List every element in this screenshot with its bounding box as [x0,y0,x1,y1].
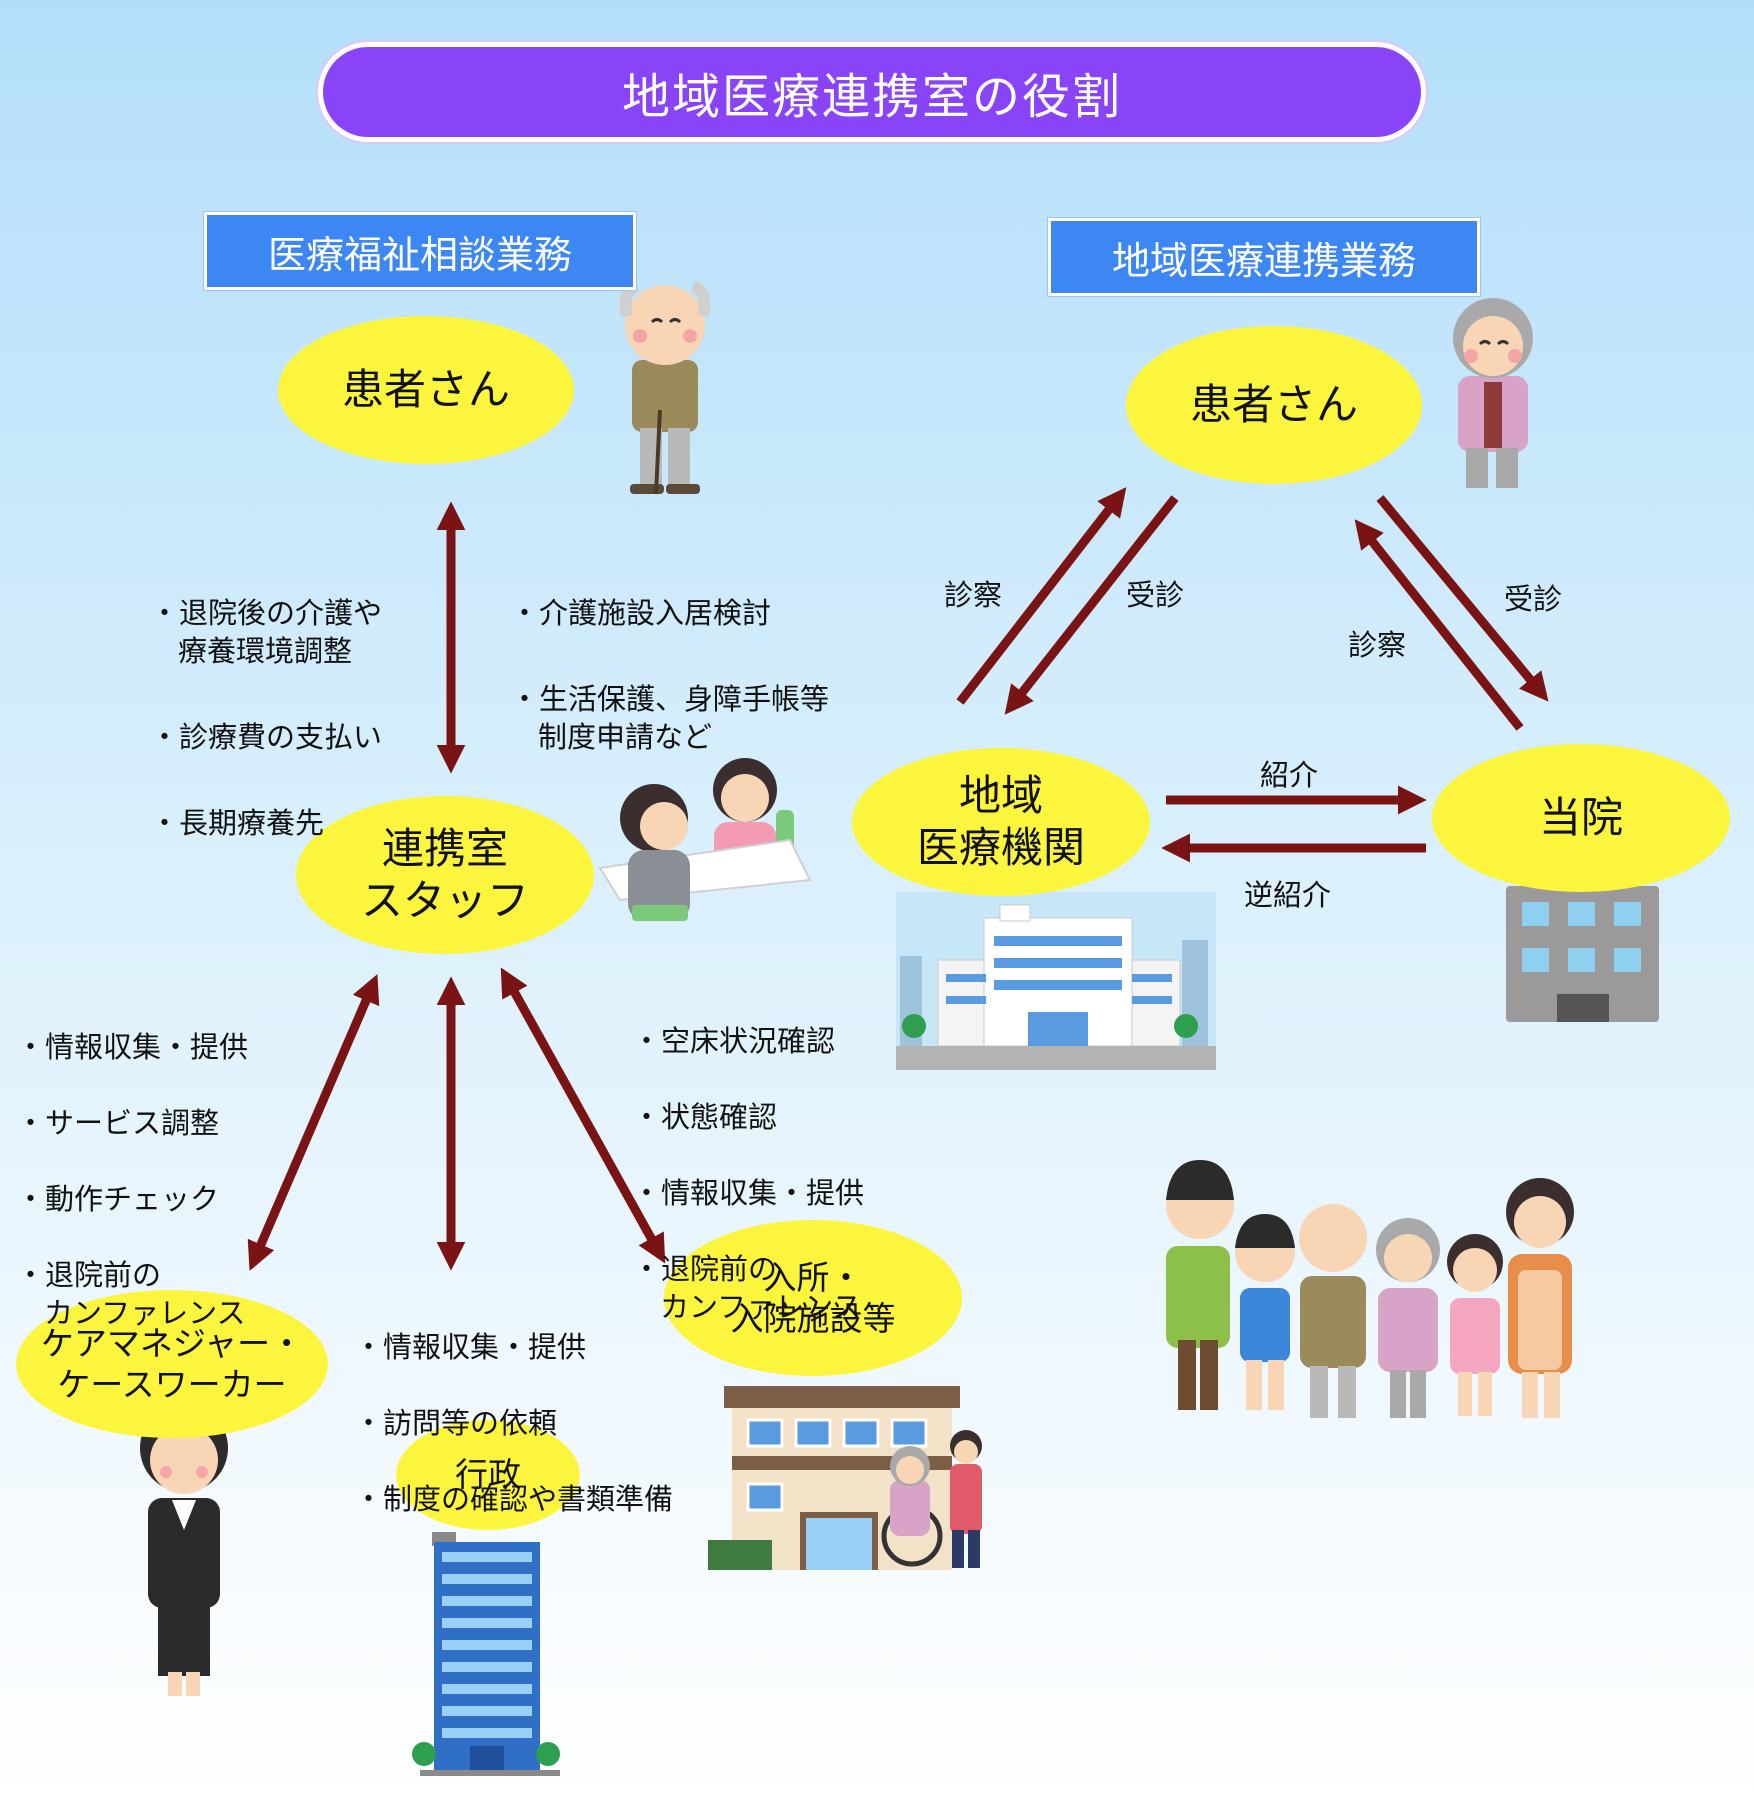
note-item: ・退院前の カンファレンス [16,1258,246,1330]
family-group-icon [1166,1160,1574,1418]
government-building-icon [412,1532,560,1776]
care-facility-icon [708,1386,982,1570]
arrow-local-to-patient [956,487,1127,705]
note-item: ・サービス調整 [16,1106,220,1140]
node-care-manager: ケアマネジャー・ ケースワーカー [16,1290,328,1438]
note-item: ・情報収集・提供 [354,1330,587,1364]
edge-label-visit-right: 受診 [1504,582,1563,616]
note-item: ・生活保護、身障手帳等 制度申請など [510,682,830,754]
arrow-staff-facility [500,967,666,1264]
clinic-building-icon [896,892,1216,1070]
note-item: ・介護施設入居検討 [510,596,772,630]
note-item: ・情報収集・提供 [632,1176,865,1210]
arrow-patient-to-hospital [1376,495,1549,702]
arrow-staff-caremanager [247,974,380,1271]
note-item: ・退院後の介護や 療養環境調整 [150,596,383,668]
office-worker-icon [140,1404,228,1696]
note-item: ・状態確認 [632,1100,778,1134]
note-item: ・退院前の カンファレンス [632,1252,862,1324]
edge-label-exam-left: 診察 [944,578,1003,612]
consultation-icon [598,758,812,921]
node-gov: 行政 [396,1420,580,1530]
node-patient-right: 患者さん [1126,326,1422,484]
notes-patient-staff-left: ・退院後の介護や 療養環境調整 ・診療費の支払い ・長期療養先 [150,556,382,890]
edge-label-reverse-referral: 逆紹介 [1244,878,1332,912]
notes-facility: ・空床状況確認 ・状態確認 ・情報収集・提供 ・退院前の カンファレンス [632,984,864,1364]
node-patient-left: 患者さん [278,316,574,464]
note-item: ・制度の確認や書類準備 [354,1482,674,1516]
arrow-patient-to-local [1004,495,1179,715]
section-title-consultation: 医療福祉相談業務 [204,212,636,290]
note-item: ・空床状況確認 [632,1024,836,1058]
notes-gov: ・情報収集・提供 ・訪問等の依頼 ・制度の確認や書類準備 [354,1290,673,1556]
note-item: ・動作チェック [16,1182,220,1216]
edge-label-exam-right: 診察 [1348,628,1407,662]
arrows [247,487,1549,1271]
node-local-medical: 地域 医療機関 [852,748,1150,896]
elderly-woman-icon [1453,298,1533,488]
node-our-hospital: 当院 [1432,744,1730,892]
note-item: ・診療費の支払い [150,720,383,754]
node-staff: 連携室 スタッフ [296,796,594,954]
note-item: ・訪問等の依頼 [354,1406,558,1440]
hospital-building-icon [1506,886,1659,1022]
page-title: 地域医療連携室の役割 [318,42,1426,142]
note-item: ・情報収集・提供 [16,1030,249,1064]
node-facility: 入所・ 入院施設等 [664,1220,962,1376]
edge-label-referral: 紹介 [1260,758,1319,792]
arrow-hospital-to-patient [1354,519,1524,731]
section-title-regional-cooperation: 地域医療連携業務 [1048,218,1480,296]
edge-label-visit-left: 受診 [1126,578,1185,612]
notes-patient-staff-right: ・介護施設入居検討 ・生活保護、身障手帳等 制度申請など [510,556,829,804]
note-item: ・長期療養先 [150,806,325,840]
elderly-man-icon [619,280,711,495]
notes-care-manager: ・情報収集・提供 ・サービス調整 ・動作チェック ・退院前の カンファレンス [16,990,248,1370]
